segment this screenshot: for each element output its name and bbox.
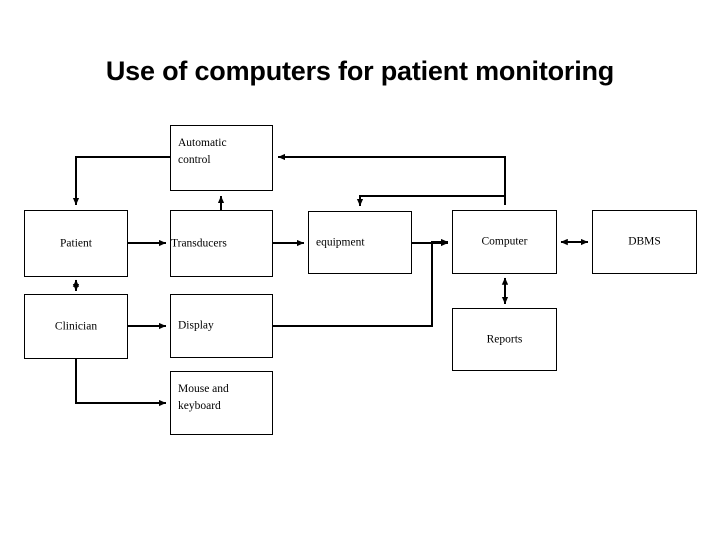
edge-clinician-to-mouse-keyboard (75, 359, 167, 407)
node-label-display: Display (178, 319, 214, 332)
node-label-clinician: Clinician (54, 320, 98, 332)
node-display[interactable]: Display (170, 294, 273, 358)
node-transducers[interactable]: Transducers (170, 210, 273, 277)
edge-automatic-control-to-patient (72, 156, 170, 206)
page-title: Use of computers for patient monitoring (105, 56, 615, 86)
node-equipment[interactable]: equipment (308, 211, 412, 274)
node-label-equipment: equipment (316, 236, 365, 248)
node-label-transducers: Transducers (171, 237, 227, 249)
node-label-patient: Patient (60, 237, 92, 249)
edge-computer-to-automatic-control (277, 153, 506, 205)
node-dbms[interactable]: DBMS (592, 210, 697, 274)
node-label-computer: Computer (481, 235, 528, 248)
node-clinician[interactable]: Clinician (24, 294, 128, 359)
edge-computer-to-equipment (356, 195, 506, 207)
node-reports[interactable]: Reports (452, 308, 557, 371)
node-label-mouse-keyboard: Mouse and keyboard (178, 383, 229, 412)
node-computer[interactable]: Computer (452, 210, 557, 274)
node-automatic-control[interactable]: Automatic control (170, 125, 273, 191)
node-label-dbms: DBMS (628, 235, 661, 248)
node-label-automatic-control: Automatic control (178, 137, 227, 166)
node-label-reports: Reports (486, 333, 523, 345)
node-mouse-keyboard[interactable]: Mouse and keyboard (170, 371, 273, 435)
node-patient[interactable]: Patient (24, 210, 128, 277)
